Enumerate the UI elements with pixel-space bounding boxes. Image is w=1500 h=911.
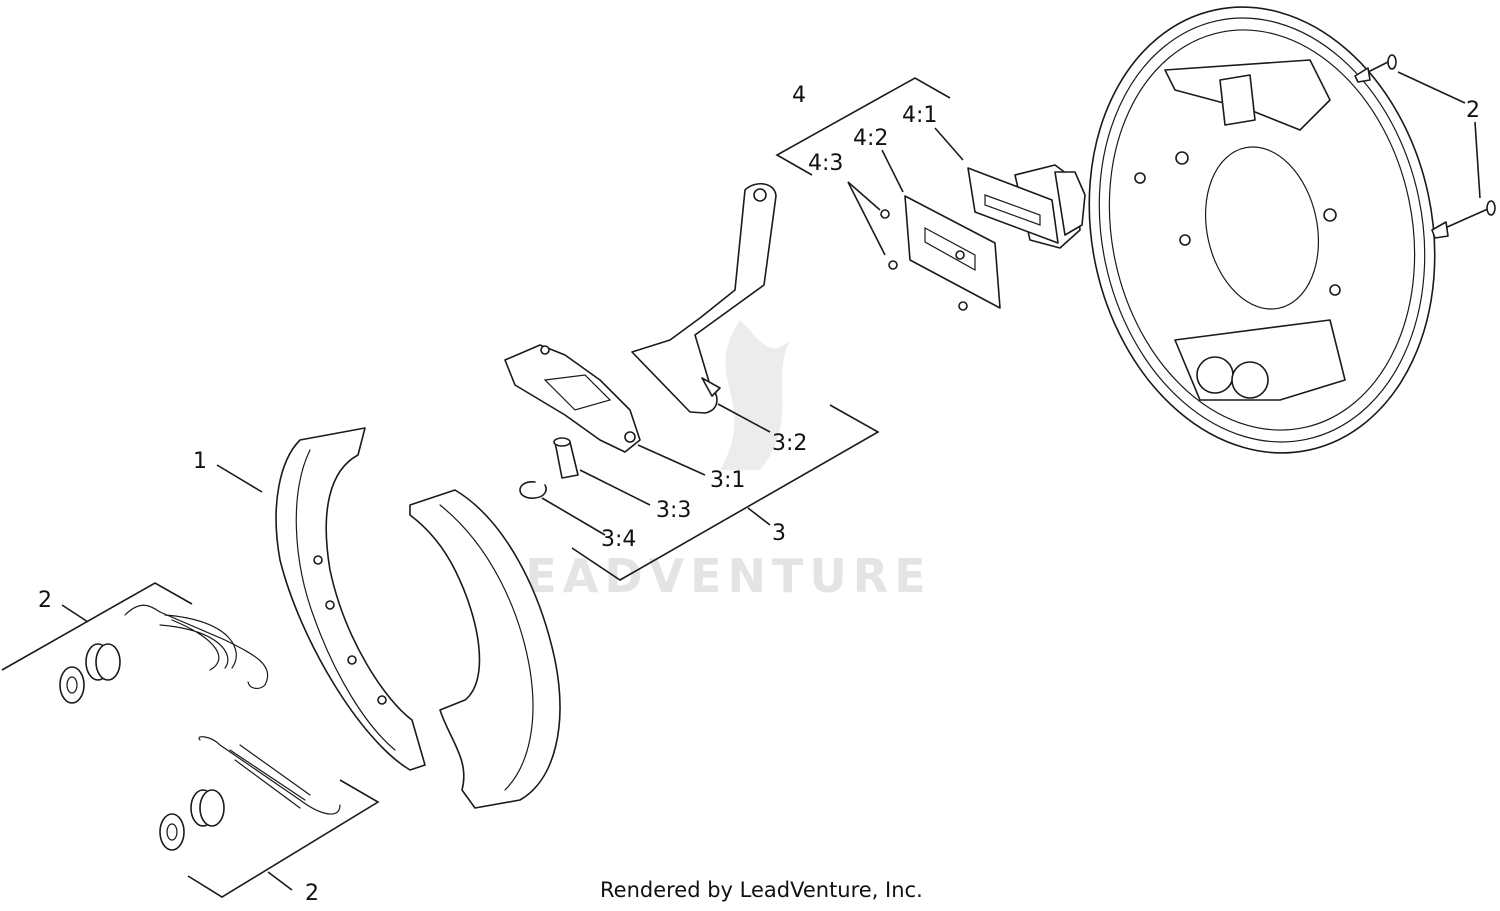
backing-bolts: [1354, 54, 1496, 239]
callout-boot-screws: 4:3: [808, 151, 843, 176]
callout-boot-gasket: 4:1: [902, 103, 937, 128]
brake-shoe-front: [216, 427, 426, 771]
callout-pin: 3:3: [656, 498, 691, 523]
callout-boot-assembly: 4: [792, 83, 806, 108]
callout-lever-assembly: 3: [772, 521, 786, 546]
callout-backing-bolts: 2: [1466, 98, 1480, 123]
backing-plate: [1088, 6, 1436, 454]
watermark-flame-icon: [720, 320, 790, 470]
callout-labels: 1 2 2 2 3 3:1 3:2 3:3 3:4 4 4:1 4:2 4:3: [38, 83, 1480, 906]
callout-spring-upper: 2: [38, 588, 52, 613]
lever-arm: [631, 183, 777, 433]
brake-shoe-rear: [409, 489, 561, 809]
spring-set-upper: [1, 582, 269, 704]
footer-credit: Rendered by LeadVenture, Inc.: [600, 878, 923, 902]
lever-assembly-bracket: [571, 404, 880, 581]
callout-boot-plate: 4:2: [853, 126, 888, 151]
callout-lever-arm: 3:2: [772, 431, 807, 456]
callout-clip: 3:4: [601, 527, 636, 552]
clip: [519, 481, 606, 536]
callout-spring-lower: 2: [305, 881, 319, 906]
callout-lever-plate: 3:1: [710, 468, 745, 493]
lever-plate: [504, 344, 706, 476]
watermark: LEADVENTURE: [490, 320, 932, 603]
callout-shoe: 1: [193, 449, 207, 474]
pin: [553, 437, 651, 506]
spring-set-lower: [159, 736, 380, 898]
watermark-text: LEADVENTURE: [490, 549, 932, 603]
boot-assembly: [775, 77, 1086, 311]
